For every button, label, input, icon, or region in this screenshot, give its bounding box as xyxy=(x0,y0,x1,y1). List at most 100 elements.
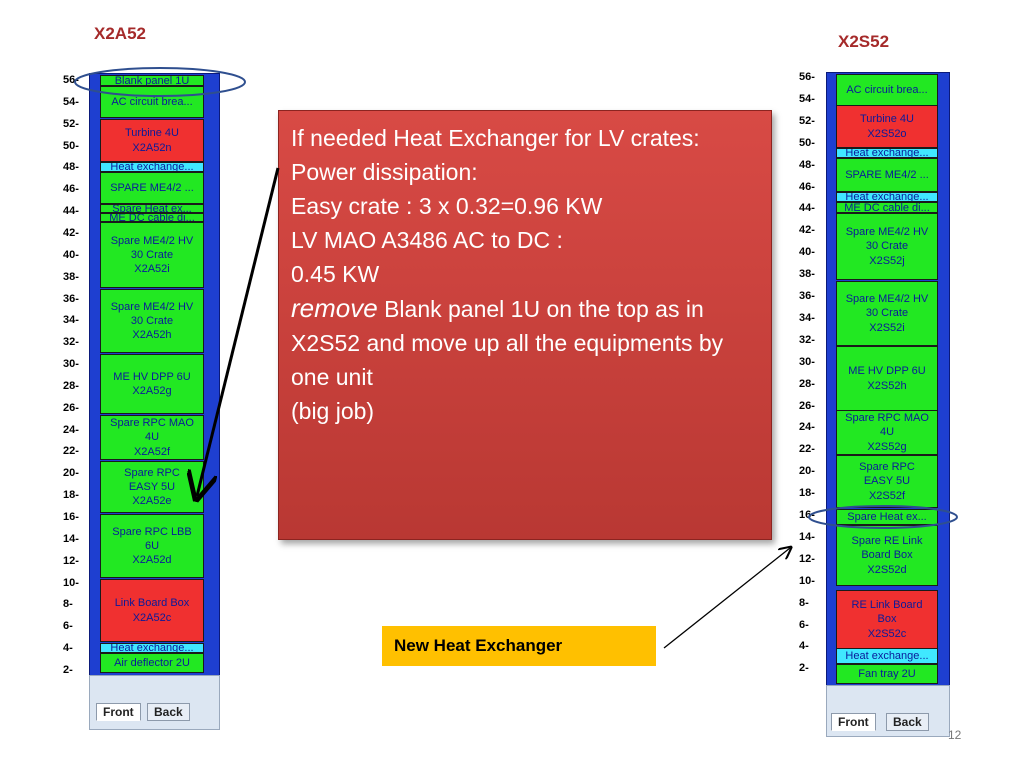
u-label: 2- xyxy=(63,663,73,676)
rack-module[interactable]: Spare Heat ex... xyxy=(100,204,204,213)
rack-module[interactable]: Spare RPC MAO 4U X2A52f xyxy=(100,415,204,460)
u-label: 44- xyxy=(63,205,79,218)
u-label: 52- xyxy=(799,114,815,127)
u-label: 16- xyxy=(63,511,79,523)
u-label: 44- xyxy=(799,202,815,215)
rack-module[interactable]: SPARE ME4/2 ... xyxy=(836,158,938,192)
u-label: 4- xyxy=(63,642,73,655)
u-label: 50- xyxy=(799,136,815,149)
rack-module[interactable]: Spare RPC EASY 5U X2A52e xyxy=(100,461,204,513)
rack-module[interactable]: Spare Heat ex... xyxy=(836,509,938,525)
u-label: 36- xyxy=(799,290,815,302)
rack-module[interactable]: Spare ME4/2 HV 30 Crate X2S52j xyxy=(836,213,938,280)
tab-front[interactable]: Front xyxy=(96,703,141,721)
rack-module[interactable]: Spare ME4/2 HV 30 Crate X2S52i xyxy=(836,281,938,346)
callout-line-4: LV MAO A3486 AC to DC : xyxy=(291,227,563,253)
u-label: 46- xyxy=(799,180,815,193)
rack-module[interactable]: Heat exchange... xyxy=(100,643,204,653)
u-label: 56- xyxy=(799,71,815,83)
u-label: 10- xyxy=(63,576,79,589)
tab-back[interactable]: Back xyxy=(147,703,190,721)
u-label: 36- xyxy=(63,292,79,305)
rack-module[interactable]: Heat exchange... xyxy=(836,192,938,202)
u-label: 8- xyxy=(799,596,809,609)
u-label: 22- xyxy=(63,445,79,458)
u-label: 18- xyxy=(63,489,79,502)
u-label: 4- xyxy=(799,640,809,653)
page-number: 12 xyxy=(948,728,962,742)
rack-module[interactable]: Spare RE Link Board Box X2S52d xyxy=(836,525,938,586)
rack-module[interactable]: ME HV DPP 6U X2S52h xyxy=(836,346,938,411)
rack-module[interactable]: AC circuit brea... xyxy=(100,86,204,118)
u-label: 20- xyxy=(799,465,815,478)
rack-module[interactable]: Spare ME4/2 HV 30 Crate X2A52h xyxy=(100,289,204,353)
callout-line-6: remove Blank panel 1U on the top as in X… xyxy=(291,291,759,394)
rack-module[interactable]: Heat exchange... xyxy=(836,648,938,664)
u-label: 40- xyxy=(63,248,79,261)
u-label: 48- xyxy=(799,158,815,171)
u-label: 14- xyxy=(63,532,79,545)
rack-module[interactable]: Heat exchange... xyxy=(836,148,938,158)
rack-module[interactable]: Turbine 4U X2A52n xyxy=(100,119,204,162)
u-label: 8- xyxy=(63,598,73,611)
u-label: 42- xyxy=(63,226,79,239)
u-label: 38- xyxy=(63,270,79,283)
rack-module[interactable]: Link Board Box X2A52c xyxy=(100,579,204,642)
rack-module[interactable]: SPARE ME4/2 ... xyxy=(100,172,204,204)
rack-module[interactable]: Spare RPC LBB 6U X2A52d xyxy=(100,514,204,578)
callout-line-3: Easy crate : 3 x 0.32=0.96 KW xyxy=(291,193,603,219)
rack-module[interactable]: Blank panel 1U xyxy=(100,75,204,86)
rack-module[interactable]: RE Link Board Box X2S52c xyxy=(836,590,938,649)
heat-exchanger-callout: If needed Heat Exchanger for LV crates: … xyxy=(278,110,772,540)
tab-front[interactable]: Front xyxy=(831,713,876,731)
rack-module[interactable]: ME DC cable di... xyxy=(100,213,204,222)
u-label: 28- xyxy=(799,377,815,390)
arrow-to-right-rack xyxy=(663,548,790,649)
callout-line-7: (big job) xyxy=(291,398,375,424)
u-label: 22- xyxy=(799,443,815,456)
u-label: 12- xyxy=(63,554,79,567)
rack-title-right: X2S52 xyxy=(838,32,890,51)
rack-module[interactable]: Heat exchange... xyxy=(100,162,204,172)
rack-module[interactable]: ME DC cable di... xyxy=(836,202,938,213)
u-label: 32- xyxy=(799,333,815,346)
u-label: 26- xyxy=(63,401,79,414)
rack-module[interactable]: Turbine 4U X2S52o xyxy=(836,105,938,148)
u-label: 42- xyxy=(799,224,815,237)
new-heat-exchanger-label: New Heat Exchanger xyxy=(382,626,656,666)
u-label: 54- xyxy=(63,95,79,108)
u-label: 32- xyxy=(63,336,79,349)
u-label: 38- xyxy=(799,268,815,281)
rack-module[interactable]: Fan tray 2U xyxy=(836,664,938,684)
callout-line-2: Power dissipation: xyxy=(291,159,478,185)
u-label: 10- xyxy=(799,574,815,587)
u-label: 20- xyxy=(63,467,79,480)
rack-title-left: X2A52 xyxy=(94,24,146,43)
u-label: 56- xyxy=(63,74,79,86)
u-label: 28- xyxy=(63,379,79,392)
u-label: 6- xyxy=(63,620,73,633)
callout-line-6-rest: Blank panel 1U on the top as in X2S52 an… xyxy=(291,296,724,390)
u-label: 50- xyxy=(63,139,79,152)
u-label: 12- xyxy=(799,552,815,565)
u-label: 14- xyxy=(799,530,815,543)
callout-line-1: If needed Heat Exchanger for LV crates: xyxy=(291,125,700,151)
rack-module[interactable]: ME HV DPP 6U X2A52g xyxy=(100,354,204,414)
u-label: 16- xyxy=(799,509,815,521)
u-label: 52- xyxy=(63,117,79,130)
rack-module[interactable]: Air deflector 2U xyxy=(100,653,204,673)
u-label: 18- xyxy=(799,487,815,500)
u-label: 2- xyxy=(799,662,809,675)
u-label: 30- xyxy=(63,358,79,371)
u-label: 46- xyxy=(63,183,79,196)
rack-module[interactable]: AC circuit brea... xyxy=(836,74,938,106)
rack-module[interactable]: Spare RPC EASY 5U X2S52f xyxy=(836,455,938,508)
u-label: 40- xyxy=(799,246,815,259)
u-label: 24- xyxy=(63,423,79,436)
u-label: 54- xyxy=(799,92,815,105)
rack-module[interactable]: Spare ME4/2 HV 30 Crate X2A52i xyxy=(100,222,204,288)
u-label: 26- xyxy=(799,399,815,412)
rack-module[interactable]: Spare RPC MAO 4U X2S52g xyxy=(836,410,938,455)
callout-line-5: 0.45 KW xyxy=(291,261,380,287)
tab-back[interactable]: Back xyxy=(886,713,929,731)
